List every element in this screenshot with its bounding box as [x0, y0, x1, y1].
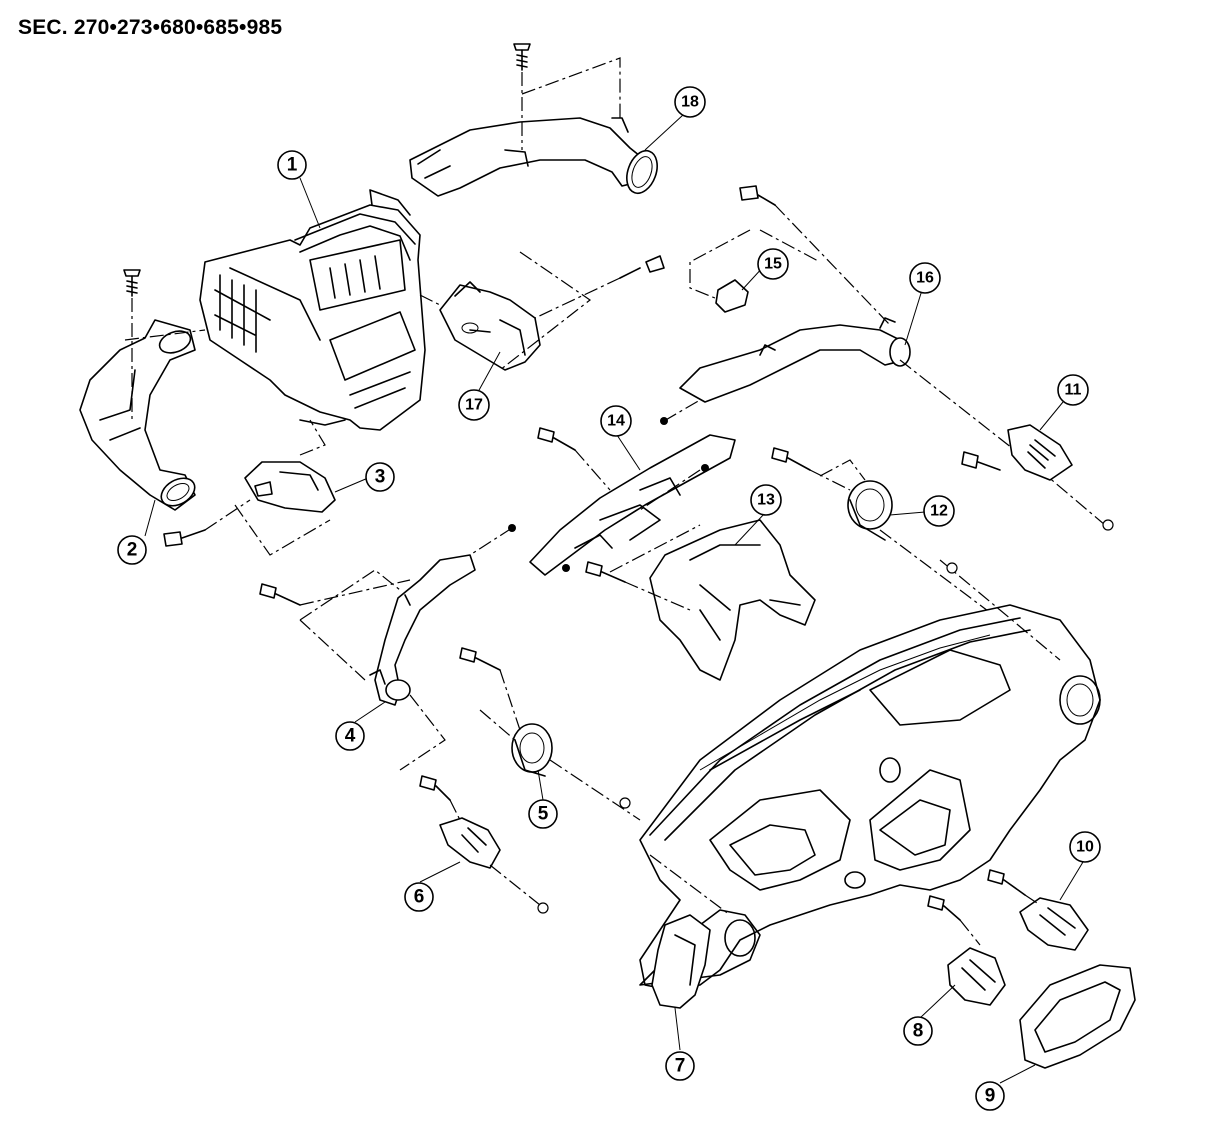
cluster-lid-part-9	[1019, 964, 1136, 1069]
callout-16: 16	[909, 262, 941, 294]
duct-part-17	[439, 281, 541, 371]
callout-1: 1	[277, 150, 307, 180]
vent-part-5	[511, 723, 553, 777]
svg-text:9: 9	[985, 1086, 996, 1107]
callout-14: 14	[600, 405, 632, 437]
screw-3	[163, 529, 206, 547]
fastener-point-5	[619, 797, 631, 809]
screw-12	[771, 447, 811, 471]
svg-text:17: 17	[465, 397, 483, 414]
screw-2	[123, 269, 141, 297]
upper-duct-part-18	[409, 117, 658, 197]
side-vent-part-6	[439, 817, 501, 869]
fastener-point-6	[537, 902, 549, 914]
svg-text:14: 14	[607, 413, 625, 430]
aspirator-part-3	[244, 461, 336, 513]
callout-13: 13	[750, 484, 782, 516]
svg-text:11: 11	[1065, 382, 1082, 399]
vent-part-10	[1019, 897, 1089, 951]
svg-text:13: 13	[757, 492, 775, 509]
svg-text:2: 2	[127, 540, 138, 561]
callout-4: 4	[335, 721, 365, 751]
diagram-title: SEC. 270•273•680•685•985	[18, 16, 283, 39]
callout-18: 18	[674, 86, 706, 118]
screw-13	[585, 561, 626, 583]
side-vent-part-11	[1007, 424, 1073, 481]
callout-10: 10	[1069, 831, 1101, 863]
callout-15: 15	[757, 248, 789, 280]
screw-18	[513, 43, 531, 71]
svg-text:16: 16	[916, 270, 934, 287]
screw-17	[619, 255, 665, 279]
vent-part-12	[847, 480, 893, 541]
side-duct-part-16	[679, 317, 911, 403]
screw-8	[927, 895, 961, 921]
callout-2: 2	[117, 535, 147, 565]
svg-text:1: 1	[287, 155, 298, 176]
screw-14	[537, 427, 576, 451]
callout-3: 3	[365, 462, 395, 492]
svg-text:18: 18	[681, 94, 699, 111]
left-duct-part-2	[79, 319, 196, 511]
fastener-point-14b	[701, 464, 709, 472]
screw-6	[419, 775, 451, 801]
svg-text:5: 5	[538, 804, 549, 825]
vent-part-8	[947, 947, 1006, 1006]
instrument-panel	[639, 604, 1101, 991]
callout-5: 5	[528, 799, 558, 829]
heater-unit-part-1	[199, 189, 426, 431]
callout-9: 9	[975, 1081, 1005, 1111]
screw-10	[987, 869, 1026, 896]
callout-11: 11	[1057, 374, 1089, 406]
svg-text:6: 6	[414, 887, 425, 908]
defroster-duct-part-13	[649, 519, 816, 681]
callout-12: 12	[923, 495, 955, 527]
svg-text:15: 15	[764, 256, 782, 273]
screw-4	[259, 583, 301, 606]
side-cover-part-7	[651, 914, 711, 1009]
svg-text:10: 10	[1076, 839, 1094, 856]
center-duct-part-14	[529, 434, 736, 576]
duct-part-4	[369, 554, 476, 706]
clip-part-15	[715, 279, 749, 313]
screw-11	[961, 451, 1001, 471]
leader-lines	[144, 114, 1084, 1084]
svg-text:3: 3	[375, 467, 386, 488]
screw-16	[739, 185, 776, 206]
callout-8: 8	[903, 1016, 933, 1046]
svg-text:12: 12	[930, 503, 948, 520]
callout-17: 17	[458, 389, 490, 421]
svg-text:7: 7	[675, 1056, 686, 1077]
svg-text:8: 8	[913, 1021, 924, 1042]
callout-6: 6	[404, 882, 434, 912]
fastener-point-14c	[562, 564, 570, 572]
callout-7: 7	[665, 1051, 695, 1081]
screw-5	[459, 647, 501, 671]
fastener-point-panel	[946, 562, 958, 574]
fastener-point-11	[1102, 519, 1114, 531]
svg-text:4: 4	[345, 726, 356, 747]
